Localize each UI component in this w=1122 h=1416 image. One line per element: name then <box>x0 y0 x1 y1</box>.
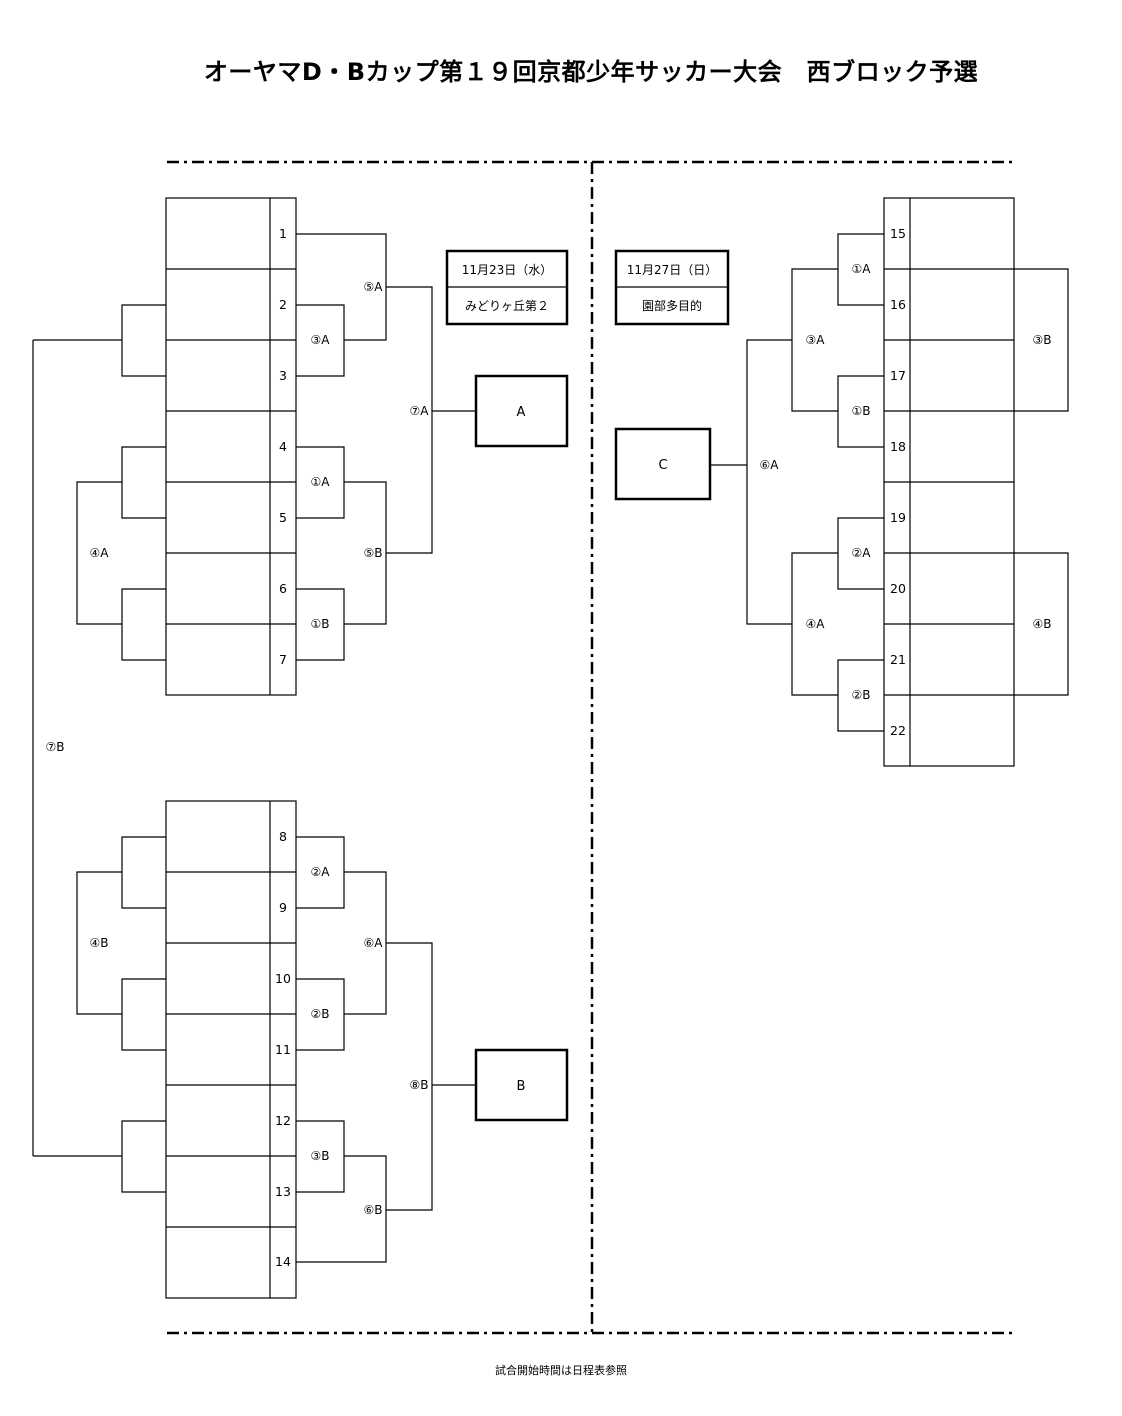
team-number: 18 <box>890 439 906 454</box>
match-label-5a: ⑤A <box>364 280 384 294</box>
left-bottom-group <box>33 800 476 1299</box>
result-box-a: A <box>474 374 569 448</box>
team-number: 15 <box>890 226 906 241</box>
match-label-7a: ⑦A <box>410 404 430 418</box>
result-box-b: B <box>474 1048 569 1122</box>
match-labels: ⑤A ③A ⑦A ①A ⑤B ①B ④A ⑦B ②A ⑥A ④B ②B ⑧B ③… <box>46 262 1052 1217</box>
team-number: 4 <box>279 439 287 454</box>
team-number: 12 <box>275 1113 291 1128</box>
team-number: 19 <box>890 510 906 525</box>
result-box-c: C <box>614 427 712 501</box>
left-top-group <box>32 197 476 1156</box>
result-label-a: A <box>517 405 526 420</box>
match-label-1a: ①A <box>311 475 331 489</box>
team-number: 2 <box>279 297 287 312</box>
match-label-2b: ②B <box>852 688 871 702</box>
venue-date-left: 11月23日（水） <box>462 263 553 277</box>
team-number: 20 <box>890 581 906 596</box>
match-label-7b: ⑦B <box>46 740 65 754</box>
venue-box-left: 11月23日（水） みどりヶ丘第２ <box>445 249 569 326</box>
team-number: 9 <box>279 900 287 915</box>
team-number: 17 <box>890 368 906 383</box>
match-label-4a: ④A <box>806 617 826 631</box>
venue-box-right: 11月27日（日） 園部多目的 <box>614 249 730 326</box>
team-number: 10 <box>275 971 291 986</box>
match-label-6b: ⑥B <box>364 1203 383 1217</box>
match-label-1b: ①B <box>311 617 330 631</box>
match-label-2a: ②A <box>852 546 872 560</box>
venue-place-right: 園部多目的 <box>642 298 702 313</box>
team-number: 8 <box>279 829 287 844</box>
team-number: 1 <box>279 226 287 241</box>
team-number: 6 <box>279 581 287 596</box>
match-label-6a: ⑥A <box>364 936 384 950</box>
team-number: 5 <box>279 510 287 525</box>
match-label-2b: ②B <box>311 1007 330 1021</box>
match-label-4b: ④B <box>1033 617 1052 631</box>
venue-place-left: みどりヶ丘第２ <box>465 299 549 313</box>
match-label-5b: ⑤B <box>364 546 383 560</box>
team-number: 11 <box>275 1042 291 1057</box>
match-label-4b: ④B <box>90 936 109 950</box>
match-label-4a: ④A <box>90 546 110 560</box>
result-label-c: C <box>658 458 667 473</box>
page-title: オーヤマD・Bカップ第１９回京都少年サッカー大会 西ブロック予選 <box>203 58 979 86</box>
result-label-b: B <box>517 1079 526 1094</box>
team-numbers: 1 2 3 4 5 6 7 8 9 10 11 12 13 14 15 16 1… <box>275 226 906 1269</box>
right-group <box>711 197 1069 767</box>
team-number: 16 <box>890 297 906 312</box>
team-number: 3 <box>279 368 287 383</box>
match-label-2a: ②A <box>311 865 331 879</box>
match-label-3a: ③A <box>311 333 331 347</box>
team-number: 21 <box>890 652 906 667</box>
match-label-1a: ①A <box>852 262 872 276</box>
match-label-3a: ③A <box>806 333 826 347</box>
team-number: 14 <box>275 1254 291 1269</box>
team-number: 22 <box>890 723 906 738</box>
team-number: 13 <box>275 1184 291 1199</box>
match-label-1b: ①B <box>852 404 871 418</box>
footer-note: 試合開始時間は日程表参照 <box>495 1364 627 1377</box>
match-label-3b: ③B <box>311 1149 330 1163</box>
match-label-8b: ⑧B <box>410 1078 429 1092</box>
team-number: 7 <box>279 652 287 667</box>
match-label-3b: ③B <box>1033 333 1052 347</box>
venue-date-right: 11月27日（日） <box>627 263 718 277</box>
match-label-6a: ⑥A <box>760 458 780 472</box>
